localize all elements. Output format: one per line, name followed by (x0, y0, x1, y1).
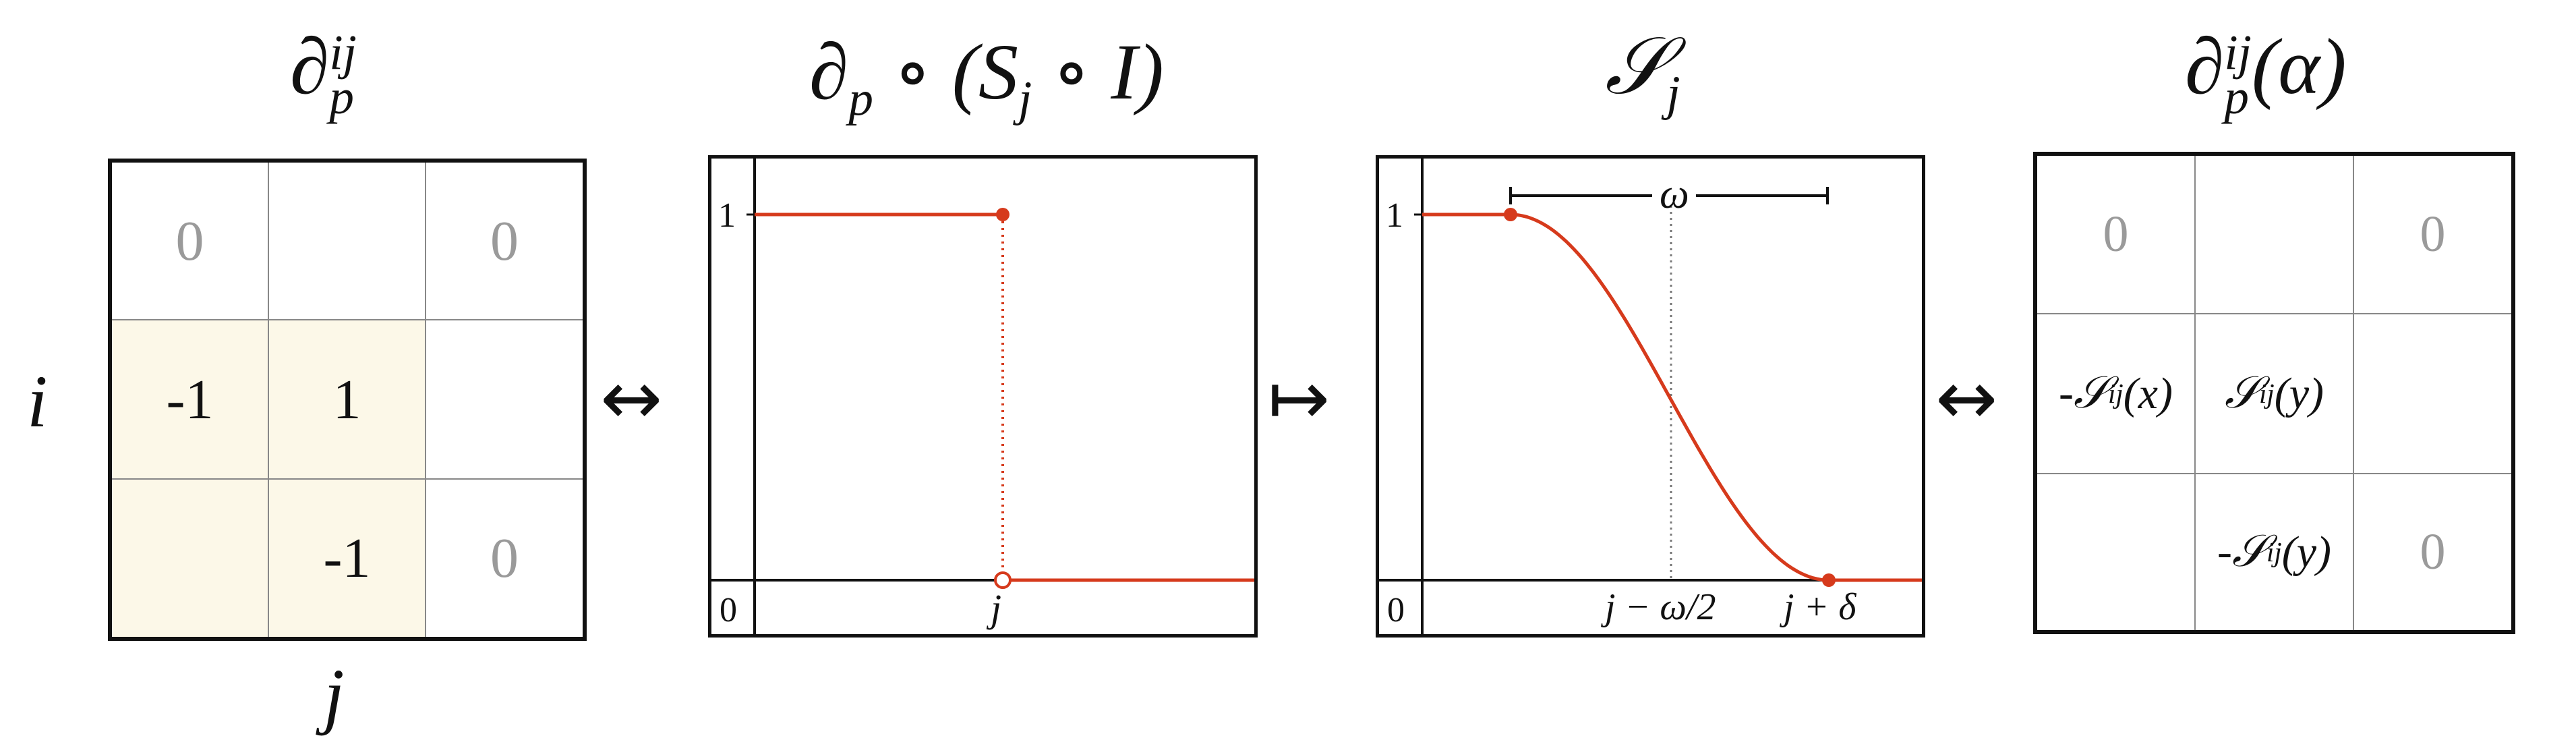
panel3-title-sub: j (1666, 65, 1680, 121)
panel2-title-rest: ∘ (S (873, 28, 1019, 116)
p3-x-tick-end: j + δ (1784, 586, 1856, 628)
col-label-j: j (324, 654, 345, 736)
p2-y-one: 1 (718, 196, 736, 235)
p1-cell-2-1: -1 (269, 480, 426, 637)
p1-cell-1-0: -1 (112, 320, 269, 480)
panel1-title-sup: ij (329, 25, 357, 80)
p4-cell-0-2: 0 (2354, 156, 2511, 314)
p4-cell-1-0-arg: (x) (2123, 368, 2173, 418)
p4-cell-1-1-arg: (y) (2274, 368, 2324, 418)
p1-cell-2-2: 0 (490, 527, 519, 590)
p3-smooth-step-curve (1422, 213, 1922, 582)
panel4-title-base: ∂ (2185, 22, 2225, 111)
p3-x-tick-mid: j − ω/2 (1605, 586, 1716, 628)
panel2-svg (711, 159, 1254, 634)
panel2-title: ∂p ∘ (Sj ∘ I) (809, 32, 1164, 123)
p1-cell-0-1 (269, 163, 426, 320)
equivalence-arrow-2: ↔ (1935, 355, 1998, 441)
panel2-title-sub2: j (1018, 71, 1032, 126)
panel3-plot: 1 0 ω j − ω/2 j + δ (1376, 155, 1925, 638)
panel4-title-sub: p (2224, 69, 2249, 124)
p4-cell-1-1-sym: 𝒮 (2224, 368, 2260, 418)
p1-cell-1-2 (426, 320, 583, 480)
p1-cell-0-2: 0 (426, 163, 583, 320)
p2-closed-point (996, 208, 1009, 221)
panel2-title-sub: p (848, 71, 873, 126)
panel3-title: 𝒮j (1605, 27, 1680, 118)
p4-cell-2-1-arg: (y) (2281, 527, 2332, 577)
maps-to-arrow: ↦ (1268, 355, 1330, 441)
p4-cell-0-0: 0 (2037, 156, 2196, 314)
p2-open-point (994, 571, 1012, 589)
row-label-i: i (27, 360, 48, 443)
p3-start-point (1504, 208, 1517, 221)
panel2-title-end: ∘ I) (1032, 28, 1164, 116)
panel2-plot: 1 0 j (708, 155, 1258, 638)
panel2-title-partial: ∂ (809, 28, 849, 116)
p4-cell-0-1 (2196, 156, 2354, 314)
p1-cell-1-1: 1 (269, 320, 426, 480)
p4-cell-1-1-sub: ij (2259, 378, 2275, 409)
panel1-matrix: 0 0 -1 1 -1 0 (108, 159, 587, 641)
panel3-title-s: 𝒮 (1605, 22, 1667, 111)
p3-y-one: 1 (1386, 196, 1403, 235)
p4-cell-1-2 (2354, 314, 2511, 474)
panel1-title-sub: p (329, 69, 354, 124)
panel4-title-sup: ij (2224, 25, 2252, 80)
p1-cell-0-0: 0 (112, 163, 269, 320)
p2-y-zero: 0 (720, 591, 737, 629)
p4-cell-2-0 (2037, 474, 2196, 630)
panel4-title-arg: (α) (2251, 22, 2347, 111)
p3-omega-label: ω (1660, 171, 1689, 217)
equivalence-arrow-1: ↔ (600, 355, 663, 441)
p4-cell-2-2: 0 (2420, 523, 2446, 580)
p4-cell-1-0-sym: -𝒮 (2058, 368, 2109, 418)
p3-y-zero: 0 (1387, 591, 1405, 629)
p3-end-point (1822, 573, 1836, 587)
panel1-title-base: ∂ (290, 22, 330, 111)
panel3-svg (1379, 159, 1922, 634)
p1-cell-2-0 (112, 480, 269, 637)
p4-cell-1-0-sub: ij (2108, 378, 2124, 409)
p2-x-tick-j: j (991, 586, 1002, 630)
p4-cell-2-1-sub: ij (2266, 537, 2282, 567)
p4-cell-2-1-sym: -𝒮 (2217, 527, 2267, 576)
